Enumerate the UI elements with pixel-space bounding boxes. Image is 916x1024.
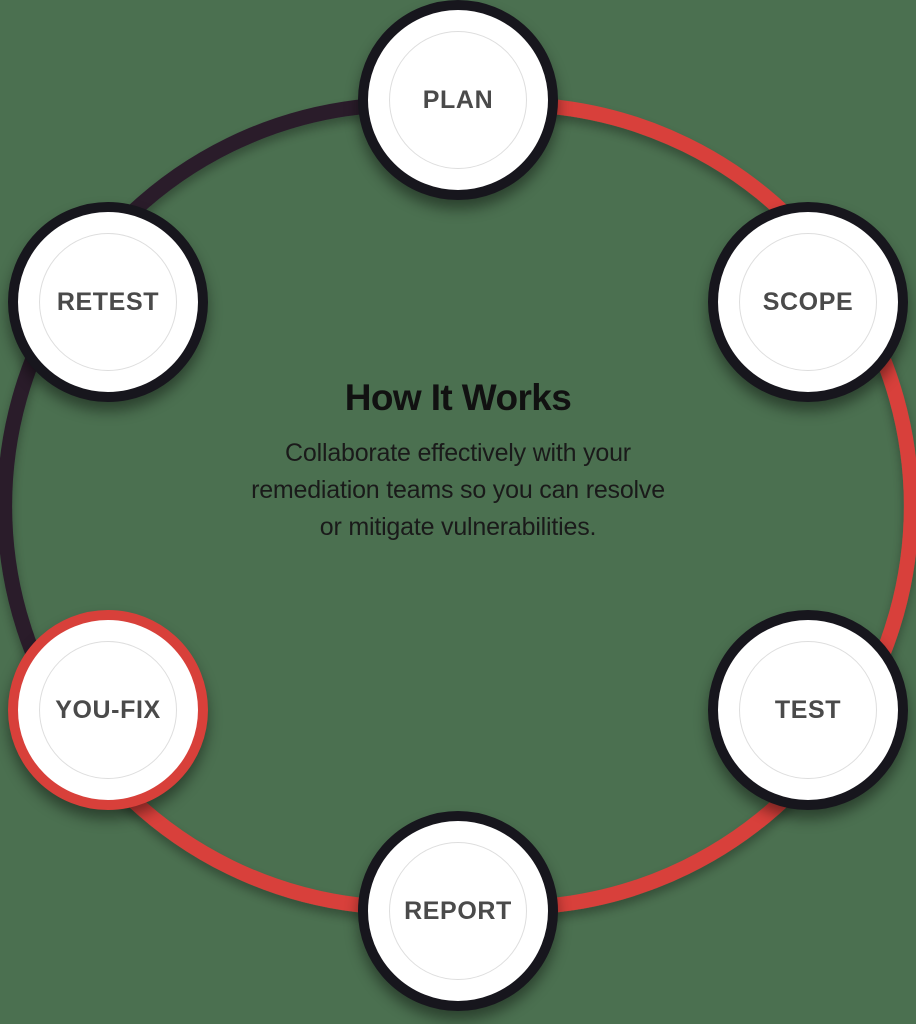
- cycle-node-label-report: REPORT: [404, 896, 512, 925]
- cycle-node-test[interactable]: TEST: [708, 610, 908, 810]
- cycle-node-retest[interactable]: RETEST: [8, 202, 208, 402]
- cycle-node-plan[interactable]: PLAN: [358, 0, 558, 200]
- cycle-node-label-plan: PLAN: [422, 85, 494, 114]
- cycle-node-label-scope: SCOPE: [762, 287, 854, 316]
- cycle-node-label-test: TEST: [774, 695, 842, 724]
- cycle-node-you-fix[interactable]: YOU-FIX: [8, 610, 208, 810]
- cycle-node-label-you-fix: YOU-FIX: [55, 695, 161, 724]
- cycle-node-label-retest: RETEST: [56, 287, 160, 316]
- cycle-node-scope[interactable]: SCOPE: [708, 202, 908, 402]
- cycle-node-report[interactable]: REPORT: [358, 811, 558, 1011]
